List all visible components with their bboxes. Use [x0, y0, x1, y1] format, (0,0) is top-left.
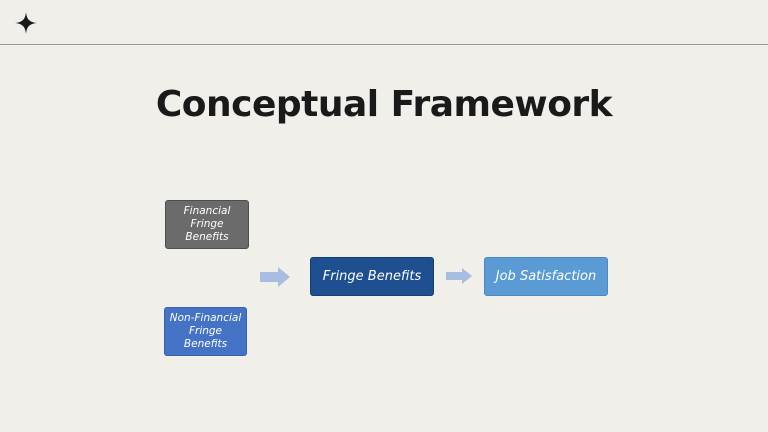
job-satisfaction-box: Job Satisfaction	[484, 257, 608, 296]
non-financial-label: Non-Financial Fringe Benefits	[169, 312, 242, 350]
right-arrow-icon	[446, 268, 472, 284]
right-arrow-icon	[260, 267, 290, 287]
slide-title: Conceptual Framework	[155, 84, 613, 125]
financial-label: Financial Fringe Benefits	[183, 205, 231, 243]
fringe-benefits-label: Fringe Benefits	[322, 269, 422, 284]
non-financial-fringe-benefits-box: Non-Financial Fringe Benefits	[164, 307, 247, 356]
fringe-benefits-box: Fringe Benefits	[310, 257, 434, 296]
job-satisfaction-label: Job Satisfaction	[495, 269, 597, 284]
financial-fringe-benefits-box: Financial Fringe Benefits	[165, 200, 249, 249]
header-divider	[0, 44, 768, 45]
star-logo-icon	[15, 12, 37, 34]
